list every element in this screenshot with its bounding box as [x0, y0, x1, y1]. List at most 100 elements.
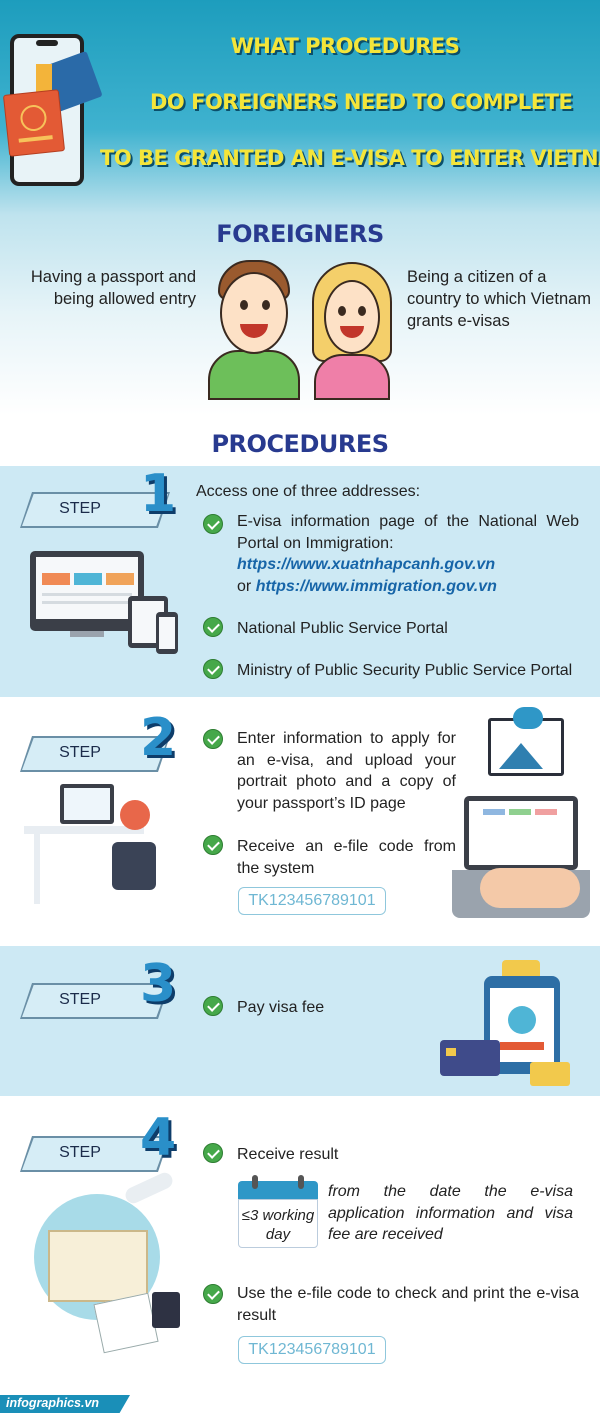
step-2-item-1-text: Enter information to apply for an e-visa…: [237, 730, 456, 812]
calendar-line-1: ≤3 working: [241, 1207, 315, 1224]
check-icon: [203, 617, 223, 637]
step-4-duration-note: from the date the e-visa application inf…: [328, 1183, 573, 1243]
step-4-tag: STEP: [20, 1136, 170, 1172]
passport-stripe: [18, 135, 53, 143]
desk-leg: [34, 834, 40, 904]
check-icon: [203, 659, 223, 679]
dark-passport-icon: [152, 1292, 180, 1328]
link-immigration[interactable]: https://www.immigration.gov.vn: [255, 578, 497, 595]
visa-document: [93, 1292, 159, 1354]
screen-tab: [535, 809, 557, 815]
credit-card-icon: [440, 1040, 500, 1076]
efile-code-box: TK123456789101: [238, 1336, 386, 1364]
woman-right-eye: [358, 306, 366, 316]
screen-block: [106, 573, 134, 585]
passport-icon: [2, 89, 66, 157]
calendar-duration: ≤3 working day: [238, 1206, 318, 1244]
calendar-ring: [298, 1175, 304, 1189]
man-shirt: [208, 350, 300, 400]
footer: infographics.vn: [0, 1395, 600, 1413]
check-icon: [203, 996, 223, 1016]
travel-illustration: [34, 1170, 184, 1360]
woman-face: [324, 280, 380, 354]
step-tag-fill: [22, 494, 168, 526]
desk-monitor-screen: [64, 788, 110, 820]
man-mouth: [240, 324, 268, 338]
foreigners-left-condition: Having a passport and being allowed entr…: [30, 268, 196, 308]
card-chip: [446, 1048, 456, 1056]
header-background: [0, 0, 600, 215]
step-1-number: 1: [140, 464, 177, 524]
laptop-illustration: [464, 796, 578, 870]
screen-line: [42, 593, 132, 596]
coin-stack-icon: [530, 1062, 570, 1086]
check-icon: [203, 514, 223, 534]
step-1-tag: STEP: [20, 492, 170, 528]
screen-line: [42, 601, 132, 604]
step-1-label: STEP: [59, 500, 101, 517]
screen-tab: [509, 809, 531, 815]
step-tag-fill: [22, 738, 168, 770]
payment-phone-screen: [490, 988, 554, 1062]
step-2-item-2-text: Receive an e-file code from the system: [237, 838, 456, 877]
cloud-upload-shape: [513, 707, 543, 729]
desktop-monitor-illustration: [30, 551, 144, 631]
foreigners-right-condition: Being a citizen of a country to which Vi…: [407, 268, 592, 330]
footer-ribbon: [0, 1395, 130, 1413]
step-4-item-2-text: Use the e-file code to check and print t…: [237, 1285, 579, 1324]
screen-block: [74, 573, 102, 585]
step-2-label: STEP: [59, 744, 101, 761]
step-3-tag: STEP: [20, 983, 170, 1019]
payment-check-circle: [508, 1006, 536, 1034]
title-line-1: WHAT PROCEDURES: [230, 34, 460, 58]
man-face: [220, 272, 288, 354]
screen-block: [42, 573, 70, 585]
check-icon: [203, 835, 223, 855]
efile-code-box: TK123456789101: [238, 887, 386, 915]
title-line-2: DO FOREIGNERS NEED TO COMPLETE: [150, 90, 573, 114]
phone-illustration: [156, 612, 178, 654]
upload-image-icon: [488, 707, 564, 776]
step-1-intro: Access one of three addresses:: [196, 483, 421, 500]
step-tag-fill: [22, 985, 168, 1017]
payment-button: [500, 1042, 544, 1050]
step-3-item-1-text: Pay visa fee: [237, 999, 325, 1016]
passport-globe-icon: [19, 103, 48, 133]
typing-hands: [480, 868, 580, 908]
woman-left-eye: [338, 306, 346, 316]
woman-at-desk-illustration: [24, 780, 174, 910]
calendar-icon: ≤3 working day: [238, 1175, 318, 1248]
step-1-item-1-text: E-visa information page of the National …: [237, 513, 579, 552]
monitor-screen: [36, 557, 138, 619]
footer-brand: infographics.vn: [6, 1396, 100, 1410]
calendar-header: [238, 1181, 318, 1199]
or-connector: or: [237, 578, 252, 595]
monitor-stand: [70, 631, 104, 637]
ticket-stub-icon: [36, 64, 52, 94]
laptop-screen: [469, 801, 573, 865]
check-icon: [203, 1284, 223, 1304]
desk-top: [24, 826, 144, 834]
woman-mouth: [340, 326, 364, 338]
foreigners-heading: FOREIGNERS: [216, 220, 384, 248]
step-3-label: STEP: [59, 991, 101, 1008]
link-xuatnhapcanh[interactable]: https://www.xuatnhapcanh.gov.vn: [237, 556, 496, 573]
procedures-heading: PROCEDURES: [211, 430, 389, 458]
calendar-ring: [252, 1175, 258, 1189]
step-3-number: 3: [140, 954, 177, 1014]
man-right-eye: [262, 300, 270, 310]
man-left-eye: [240, 300, 248, 310]
phone-screen: [159, 617, 175, 649]
screen-tab: [483, 809, 505, 815]
woman-hair: [120, 800, 150, 830]
mountain-shape: [499, 743, 543, 769]
man-illustration: [206, 258, 302, 400]
check-icon: [203, 729, 223, 749]
office-chair: [112, 842, 156, 890]
woman-shirt: [314, 354, 390, 400]
step-1-url-row: or https://www.immigration.gov.vn: [237, 576, 567, 598]
check-icon: [203, 1143, 223, 1163]
step-2-number: 2: [140, 708, 177, 768]
phone-notch: [36, 40, 58, 46]
